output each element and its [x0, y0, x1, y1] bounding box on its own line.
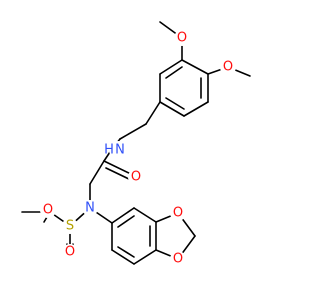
methoxy-oxygen-label: O: [220, 59, 236, 75]
bond-layer: [21, 21, 251, 265]
sulfur-label: S: [62, 218, 78, 234]
dioxole-oxygen-label: O: [170, 251, 186, 267]
bond: [119, 123, 147, 140]
atom-label-O_s2: O: [65, 245, 75, 260]
atom-layer: O O N H O N S O O: [40, 30, 236, 267]
bond: [103, 160, 134, 176]
carbonyl-oxygen-label: O: [128, 169, 144, 185]
atom-label-O_carbonyl: O: [131, 170, 141, 185]
bond: [105, 167, 132, 181]
bond: [183, 101, 209, 117]
bond: [159, 59, 183, 75]
bond: [159, 101, 185, 117]
atom-label-H_amide: H: [104, 143, 114, 158]
atom-label-N_sulfonamide: N: [85, 201, 95, 216]
methoxy-oxygen-label: O: [174, 30, 190, 46]
atom-label-S: S: [66, 219, 74, 234]
amide-nitrogen-label: N H: [104, 141, 127, 159]
dioxole-oxygen-label: O: [170, 205, 186, 221]
bond: [181, 59, 209, 75]
atom-label-O_d1: O: [173, 206, 183, 221]
atom-label-O_m1: O: [177, 31, 187, 46]
bond: [111, 249, 135, 265]
atom-label-O_m2: O: [223, 60, 233, 75]
sulfonyl-oxygen-label: O: [62, 244, 78, 260]
bond: [165, 97, 185, 110]
bond: [133, 249, 157, 265]
sulfonamide-nitrogen-label: N: [82, 200, 98, 216]
bond: [145, 101, 161, 125]
molecule-structure: O O N H O N S O O: [21, 21, 251, 267]
atom-label-N_amide: N: [115, 143, 125, 158]
sulfonyl-oxygen-label: O: [40, 202, 56, 218]
atom-label-O_d2: O: [173, 252, 183, 267]
bond: [89, 160, 105, 185]
bond: [165, 66, 183, 79]
bond: [117, 215, 135, 228]
bond: [117, 246, 135, 258]
bond: [111, 207, 135, 224]
bond: [133, 207, 157, 223]
atom-label-O_s1: O: [43, 203, 53, 218]
